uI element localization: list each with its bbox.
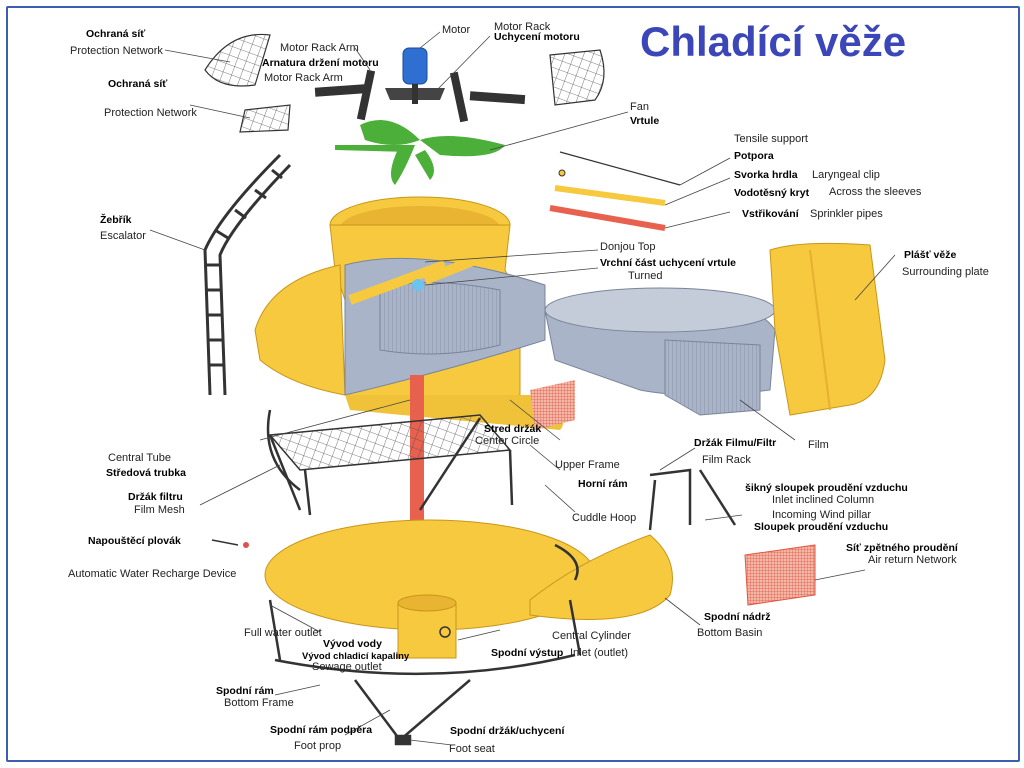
fan xyxy=(335,120,505,185)
label-laryngeal-clip: Laryngeal clip xyxy=(812,169,880,181)
film-pack xyxy=(544,287,776,416)
label-sit-zpetneho: Síť zpětného proudění xyxy=(846,542,958,554)
label-tensile-support: Tensile support xyxy=(734,133,808,145)
label-stredova-trubka: Středová trubka xyxy=(106,467,186,479)
sprinkler-pipes xyxy=(549,151,681,231)
label-full-water-outlet: Full water outlet xyxy=(244,627,322,639)
label-vyvod-vody: Vývod vody xyxy=(323,638,382,650)
label-stred-drzak: Stred držák xyxy=(484,423,542,435)
label-central-cylinder: Central Cylinder xyxy=(552,630,631,642)
tower-body xyxy=(254,196,564,430)
label-motor: Motor xyxy=(442,24,471,36)
label-turned: Turned xyxy=(628,270,663,282)
label-inlet-outlet: Inlet (outlet) xyxy=(570,647,629,659)
label-sewage-outlet: Sewage outlet xyxy=(312,661,382,673)
motor-rack-arms xyxy=(314,69,526,123)
label-spodni-drzak: Spodní držák/uchycení xyxy=(450,725,565,737)
label-fan: Fan xyxy=(630,101,649,113)
label-motor-rack-arm-2: Motor Rack Arm xyxy=(264,72,343,84)
film-rack-grid xyxy=(266,409,514,516)
label-drzak-filmu: Držák Filmu/Filtr xyxy=(694,437,777,449)
central-cylinder xyxy=(397,594,457,659)
water-recharge-device xyxy=(211,539,249,548)
air-return-network xyxy=(744,544,816,606)
label-plast-veze: Plášť věže xyxy=(904,249,957,261)
label-vrchni-cast: Vrchní část uchycení vrtule xyxy=(600,257,736,269)
label-uchyceni-motoru: Uchycení motoru xyxy=(494,31,580,43)
page-title: Chladící věže xyxy=(640,18,907,65)
label-protection-network-2: Protection Network xyxy=(104,107,197,119)
label-spodni-ram: Spodní rám xyxy=(216,685,274,697)
diagram-border xyxy=(6,6,1020,762)
label-film-mesh: Film Mesh xyxy=(134,504,185,516)
label-film: Film xyxy=(808,439,829,451)
label-ochrana-sit-2: Ochraná síť xyxy=(108,78,168,90)
label-center-circle: Center Circle xyxy=(475,435,540,447)
label-arnatura: Arnatura držení motoru xyxy=(262,57,379,69)
label-across-sleeves: Across the sleeves xyxy=(829,186,922,198)
label-foot-seat: Foot seat xyxy=(449,743,495,755)
leader-lines xyxy=(149,31,896,746)
label-vstrikovani: Vstřikování xyxy=(742,208,799,220)
label-motor-rack: Motor Rack xyxy=(494,21,551,33)
label-sikmy-sloupek: šikný sloupek proudění vzduchu xyxy=(745,482,908,494)
film-rack-right xyxy=(648,468,737,531)
label-vodotesny-kryt: Vodotěsný kryt xyxy=(734,187,810,199)
label-svorka-hrdla: Svorka hrdla xyxy=(734,169,798,181)
label-ochrana-sit-1: Ochraná síť xyxy=(86,28,146,40)
label-napousteci: Napouštěcí plovák xyxy=(88,535,181,547)
label-bottom-frame: Bottom Frame xyxy=(224,697,294,709)
label-spodni-vystup: Spodní výstup xyxy=(491,647,564,659)
label-upper-frame: Upper Frame xyxy=(555,459,620,471)
ladder xyxy=(203,153,292,396)
label-protection-network-1: Protection Network xyxy=(70,45,163,57)
label-film-rack: Film Rack xyxy=(702,454,751,466)
label-incoming-wind: Incoming Wind pillar xyxy=(772,509,872,521)
protection-network-small xyxy=(239,104,291,133)
label-vyvod-chladici: Vývod chladicí kapaliny xyxy=(302,651,410,662)
label-sprinkler-pipes: Sprinkler pipes xyxy=(810,208,883,220)
protection-network-top xyxy=(204,33,271,87)
label-spodni-ram-podpera: Spodní rám podpěra xyxy=(270,724,373,736)
label-donjou-top: Donjou Top xyxy=(600,241,656,253)
label-inlet-inclined: Inlet inclined Column xyxy=(772,494,875,506)
label-auto-water: Automatic Water Recharge Device xyxy=(68,568,237,580)
label-surrounding-plate: Surrounding plate xyxy=(902,266,989,278)
label-motor-rack-arm-1: Motor Rack Arm xyxy=(280,42,359,54)
label-central-tube: Central Tube xyxy=(108,452,171,464)
bottom-basin xyxy=(264,519,673,631)
label-bottom-basin: Bottom Basin xyxy=(697,627,763,639)
label-drzak-filtru: Držák filtru xyxy=(128,491,183,503)
label-foot-prop: Foot prop xyxy=(294,740,342,752)
label-air-return: Air return Network xyxy=(868,554,957,566)
label-sloupek-proudeni: Sloupek proudění vzduchu xyxy=(754,521,889,533)
label-spodni-nadrz: Spodní nádrž xyxy=(704,611,771,623)
label-zebrik: Žebřík xyxy=(100,214,132,226)
label-vrtule: Vrtule xyxy=(630,115,660,127)
label-potpora: Potpora xyxy=(734,150,774,162)
label-cuddle-hoop: Cuddle Hoop xyxy=(572,512,637,524)
red-side-panel xyxy=(530,380,575,430)
protection-network-right xyxy=(549,49,605,106)
label-escalator: Escalator xyxy=(100,230,146,242)
motor xyxy=(402,47,428,104)
label-horni-ram: Horní rám xyxy=(578,478,628,490)
bottom-frame xyxy=(268,599,582,746)
surrounding-plate xyxy=(769,242,886,416)
